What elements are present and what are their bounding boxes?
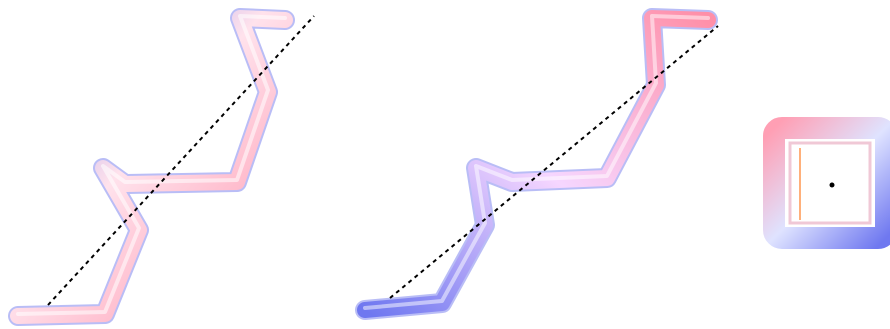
axis-line — [47, 15, 315, 306]
square-tube-outer — [763, 117, 890, 249]
chain-tube — [10, 10, 293, 324]
axis-point — [829, 182, 835, 188]
chain-tube-highlight — [363, 14, 710, 310]
chain-view-rotated — [355, 8, 719, 320]
square-tube-inner — [788, 141, 872, 225]
chain-view-end-on — [763, 117, 890, 249]
chain-tube-highlight — [16, 14, 287, 316]
axis-line — [389, 25, 719, 299]
chain-view-front — [8, 8, 315, 326]
